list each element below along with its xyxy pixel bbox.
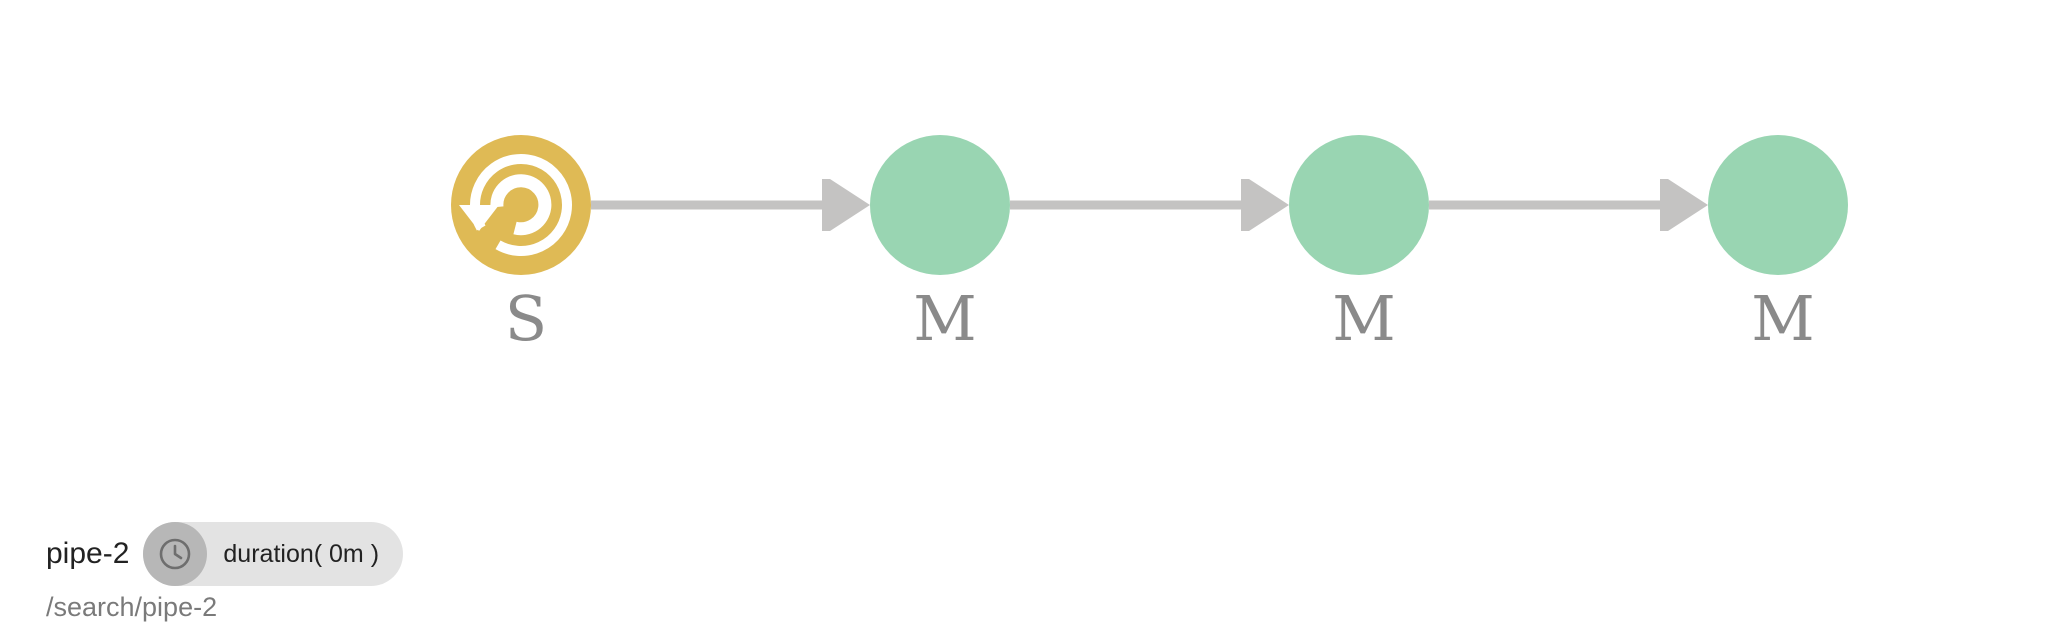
refresh-icon: [459, 154, 572, 256]
stage-label-4: M: [1751, 282, 1814, 355]
stage-label-1: S: [505, 282, 547, 355]
duration-text: duration( 0m ): [223, 539, 380, 568]
stage-node-3[interactable]: [1289, 135, 1429, 275]
stage-label-3: M: [1332, 282, 1395, 355]
stage-node-2[interactable]: [870, 135, 1010, 275]
pipeline-footer: pipe-2 duration( 0m ) /search/pipe-2: [46, 522, 404, 623]
stage-label-2: M: [913, 282, 976, 355]
edge-arrow: [1429, 179, 1708, 231]
stage-node-4[interactable]: [1708, 135, 1848, 275]
clock-icon: [143, 522, 208, 586]
pipeline-path[interactable]: /search/pipe-2: [46, 592, 218, 622]
pipeline-title-row: pipe-2 duration( 0m ): [46, 522, 404, 586]
stage-node-1[interactable]: [451, 135, 591, 275]
edge-arrow: [591, 179, 870, 231]
pipeline-name[interactable]: pipe-2: [46, 537, 130, 570]
duration-badge[interactable]: duration( 0m ): [143, 522, 404, 586]
edge-arrow: [1010, 179, 1289, 231]
